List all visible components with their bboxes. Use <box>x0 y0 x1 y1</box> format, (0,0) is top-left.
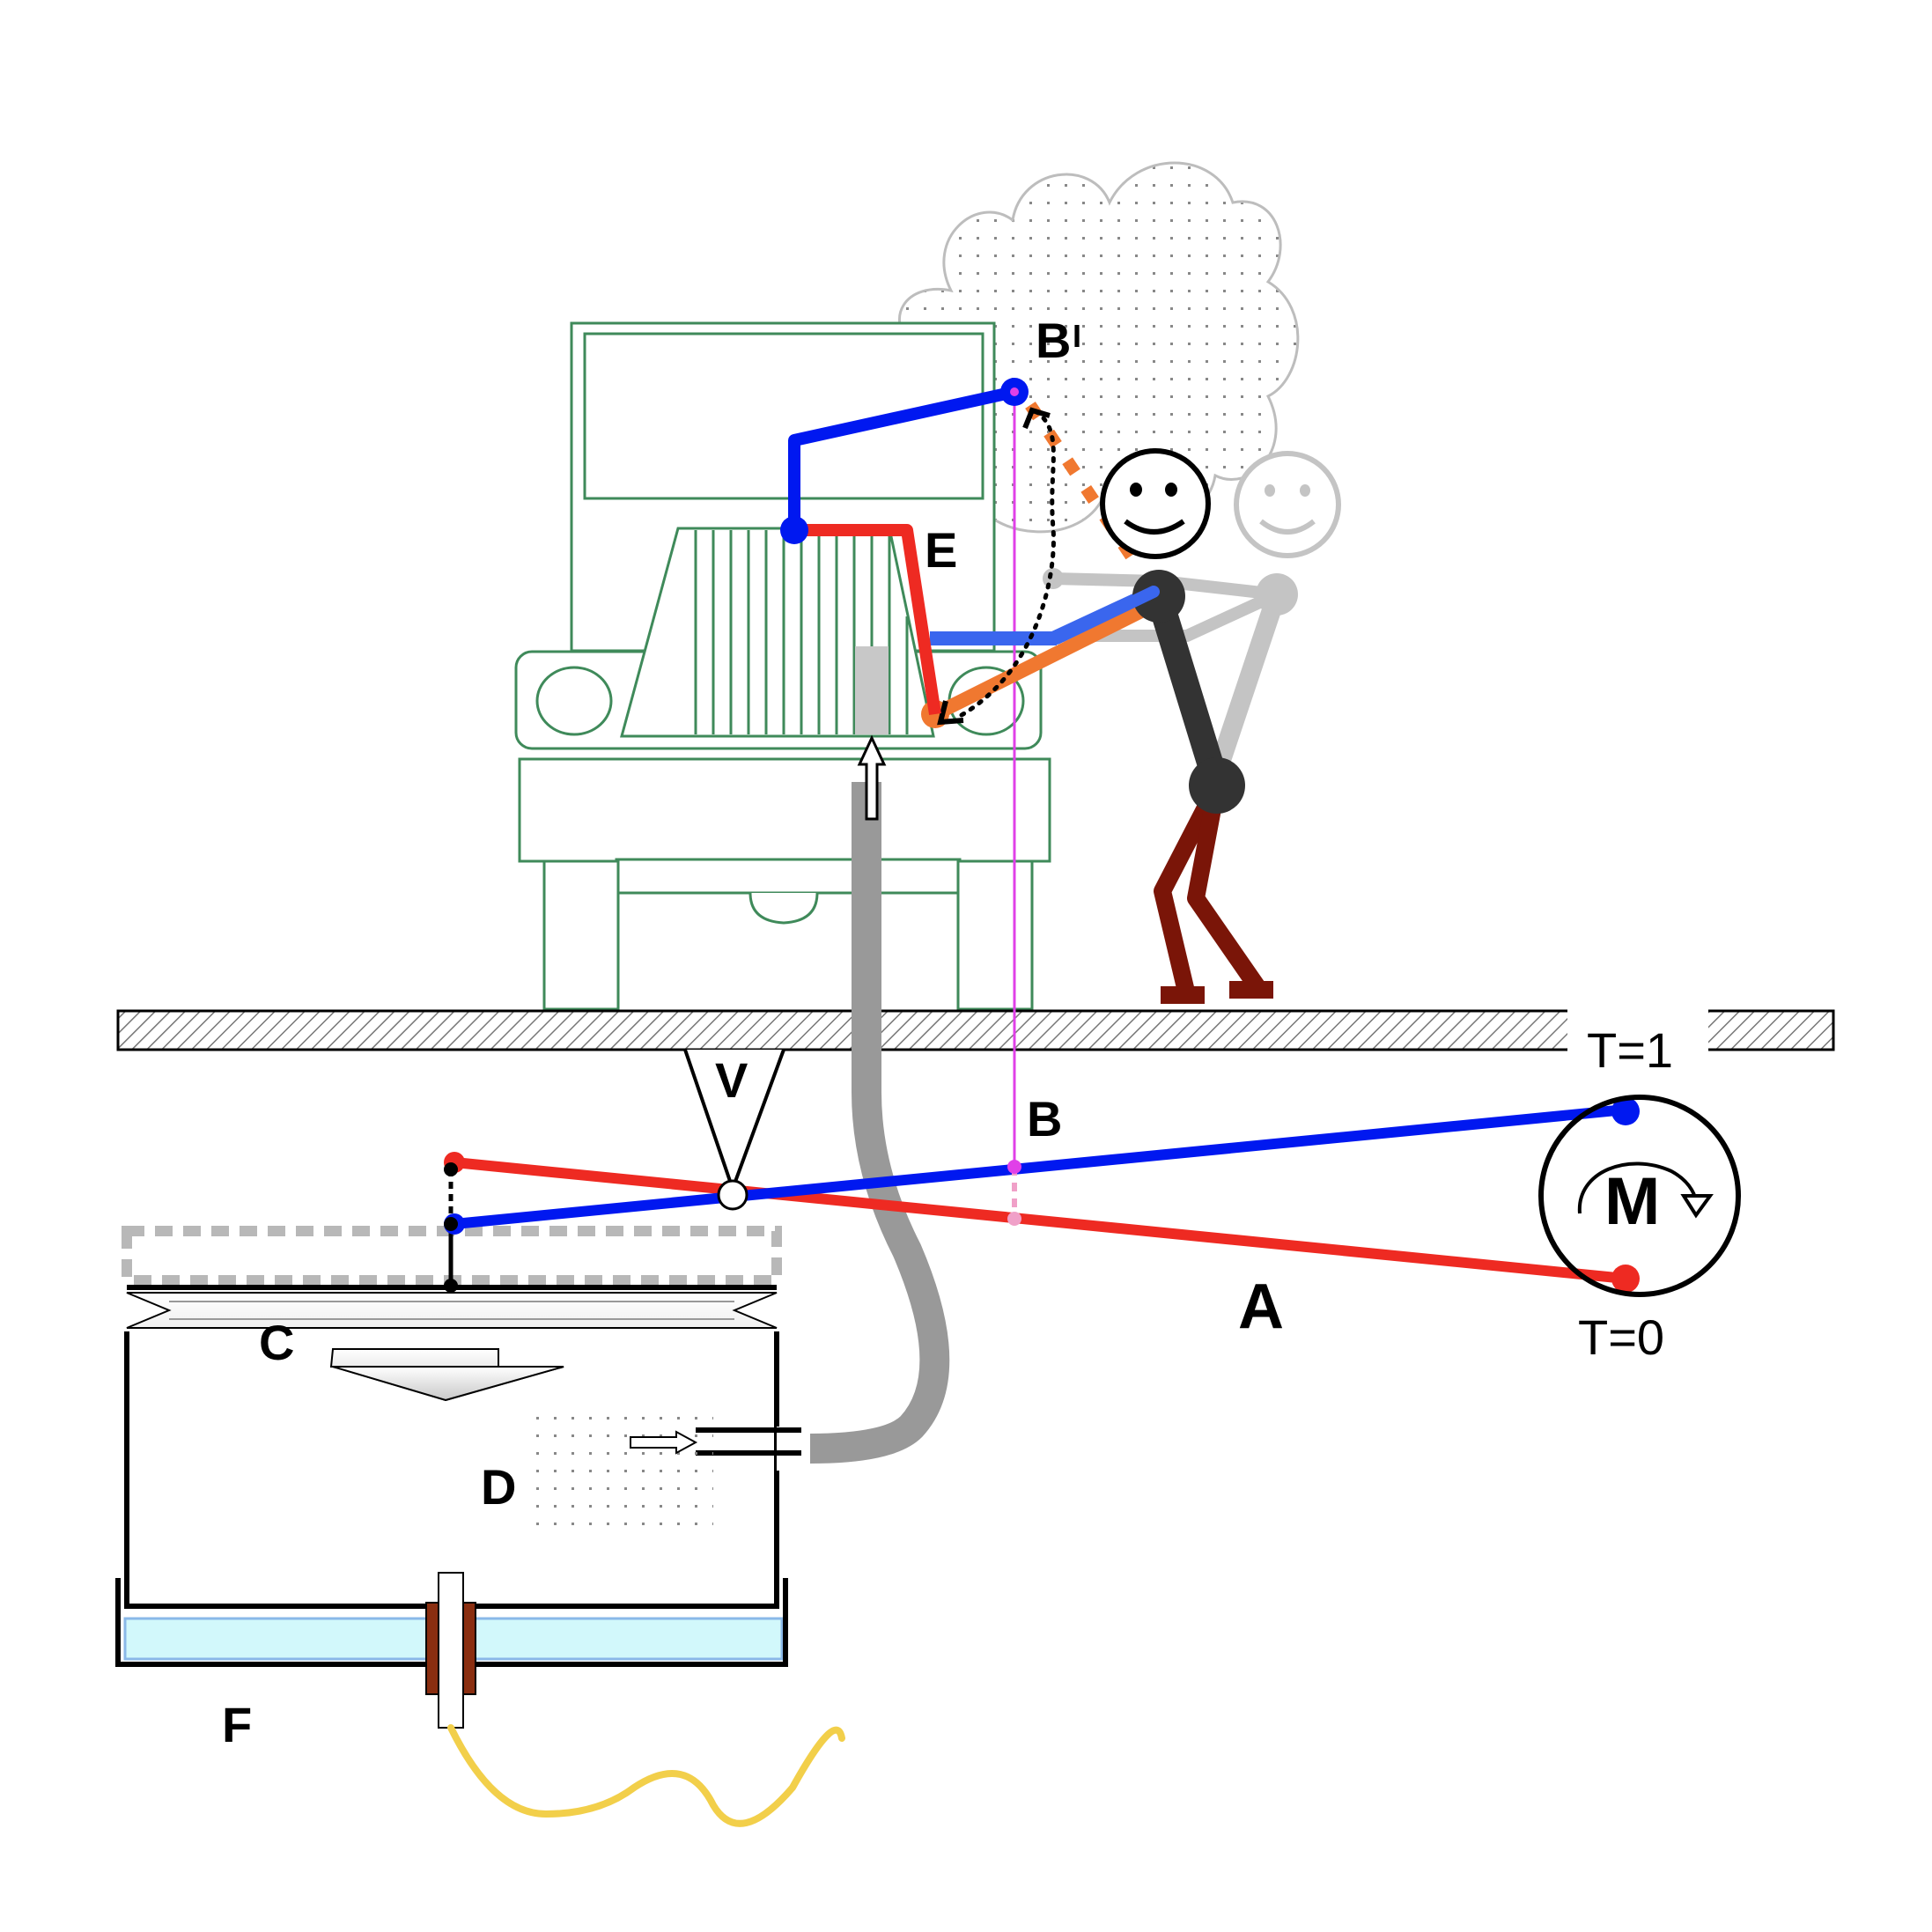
pivot <box>717 1179 748 1211</box>
bellows <box>126 1292 778 1329</box>
label-d: D <box>481 1459 516 1515</box>
grille-slats <box>694 530 909 734</box>
sight-line <box>1007 392 1021 1226</box>
label-b-prime: B <box>1036 313 1071 368</box>
right-arrow-icon <box>630 1430 698 1455</box>
motor <box>1538 1095 1741 1297</box>
ground <box>116 1009 1835 1051</box>
up-arrow-icon <box>857 734 887 821</box>
headlight-left <box>535 666 613 736</box>
label-v: V <box>715 1052 748 1108</box>
label-m: M <box>1604 1164 1660 1239</box>
blue-rod <box>788 386 1016 530</box>
label-c: C <box>259 1315 294 1370</box>
active-person <box>1051 448 1273 1004</box>
vehicle <box>514 321 1051 1011</box>
bumper <box>518 757 1051 863</box>
power-cable <box>447 1724 845 1827</box>
red-rod <box>794 524 941 716</box>
tank-inlet-gap <box>777 1427 808 1471</box>
lever-t0 <box>454 1157 1626 1284</box>
wheel-left <box>542 859 620 1011</box>
torso <box>1146 583 1230 799</box>
gas-cloud <box>532 1412 713 1536</box>
leg-left <box>1154 781 1225 998</box>
leg-right <box>1187 784 1267 995</box>
label-t1: T=1 <box>1587 1022 1673 1078</box>
lever-t1 <box>454 1104 1626 1229</box>
label-b: B <box>1027 1091 1062 1147</box>
smiley-face-icon <box>1234 451 1341 558</box>
exhaust-hose <box>809 646 950 1464</box>
orange-arm <box>932 599 1155 721</box>
label-b-prime-mark: I <box>1073 318 1081 354</box>
label-e: E <box>925 522 957 578</box>
labels: B I E V B A M T=1 T=0 C D F <box>222 313 1673 1752</box>
electrode <box>438 1572 464 1729</box>
smiley-face-icon <box>1100 448 1211 559</box>
label-a: A <box>1238 1272 1284 1342</box>
lower-bar <box>615 858 962 895</box>
dotted-arc <box>959 408 1056 718</box>
rotation-arrow-icon <box>1577 1161 1699 1214</box>
wheel-right <box>956 859 1034 1011</box>
label-t0: T=0 <box>1578 1309 1664 1365</box>
lever-system <box>444 1097 1640 1293</box>
label-f: F <box>222 1697 252 1752</box>
license-notch <box>748 892 819 925</box>
